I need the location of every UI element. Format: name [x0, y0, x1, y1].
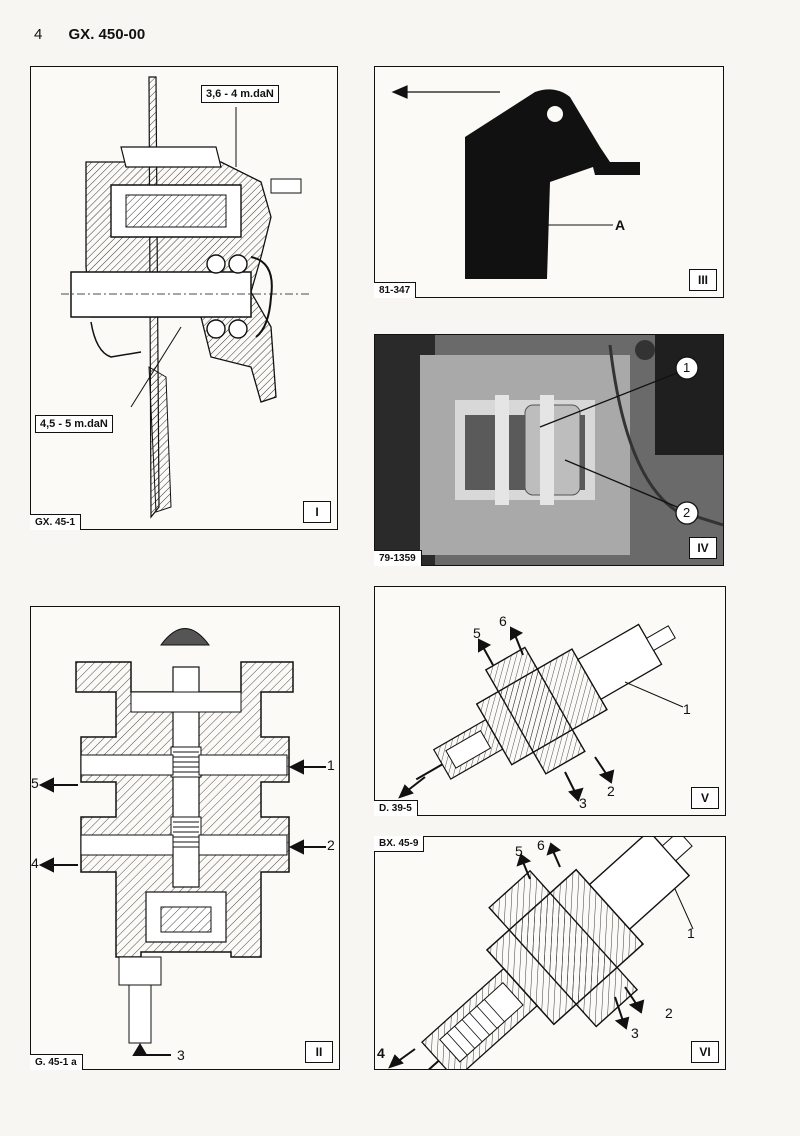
figure-code: GX. 45-1: [30, 514, 82, 530]
figure-III-gauge: A 81-347 III: [374, 66, 724, 298]
figure-number: IV: [689, 537, 717, 559]
valve-cutaway-drawing: [398, 623, 684, 802]
figure-code: D. 39-5: [374, 800, 418, 816]
port-label-5: 5: [31, 775, 39, 791]
port-label-2: 2: [665, 1005, 673, 1021]
port-label-1: 1: [683, 701, 691, 717]
callout-label-2: 2: [683, 505, 691, 520]
caliper-photo: [375, 335, 723, 565]
photo-callouts: [539, 356, 699, 525]
figure-code: 79-1359: [374, 550, 422, 566]
port-label-3: 3: [177, 1047, 185, 1063]
valve-section-drawing: [38, 628, 326, 1056]
figure-code: 81-347: [374, 282, 417, 298]
port-label-1: 1: [687, 925, 695, 941]
figure-code: BX. 45-9: [374, 836, 425, 852]
port-label-6: 6: [499, 613, 507, 629]
figure-II-valve-section: 5 4 1 2 3 G. 45-1 a II: [30, 606, 340, 1070]
part-label-a: A: [615, 217, 626, 233]
page-number: 4: [34, 26, 43, 43]
port-label-3: 3: [579, 795, 587, 811]
port-label-6: 6: [537, 837, 545, 853]
figure-number: II: [305, 1041, 333, 1063]
port-label-5: 5: [515, 843, 523, 859]
figure-number: V: [691, 787, 719, 809]
port-label-4: 4: [31, 855, 39, 871]
port-label-1: 1: [327, 757, 335, 773]
figure-VI-valve-view: BX. 45-9 5 6 1 2 3 4 VI: [374, 836, 726, 1070]
gauge-silhouette: [391, 85, 640, 279]
figure-number: I: [303, 501, 331, 523]
port-label-2: 2: [607, 783, 615, 799]
figure-V-valve-view: 5 6 1 2 3 D. 39-5 V: [374, 586, 726, 816]
port-label-3: 3: [631, 1025, 639, 1041]
figure-IV-photo: 1 2 79-1359 IV: [374, 334, 724, 566]
port-label-4: 4: [377, 1045, 385, 1061]
torque-label-top: 3,6 - 4 m.daN: [201, 85, 279, 103]
callout-label-1: 1: [683, 360, 691, 375]
figure-code: G. 45-1 a: [30, 1054, 83, 1070]
figure-I-hub-section: 3,6 - 4 m.daN 4,5 - 5 m.daN GX. 45-1 I: [30, 66, 338, 530]
port-label-2: 2: [327, 837, 335, 853]
page-header: 4 GX. 450-00: [34, 26, 145, 43]
hub-section-drawing: [61, 76, 311, 519]
port-label-5: 5: [473, 625, 481, 641]
torque-label-bottom: 4,5 - 5 m.daN: [35, 415, 113, 433]
valve-cutaway-drawing: [388, 837, 694, 1069]
figure-number: VI: [691, 1041, 719, 1063]
figure-number: III: [689, 269, 717, 291]
document-code: GX. 450-00: [68, 26, 146, 43]
